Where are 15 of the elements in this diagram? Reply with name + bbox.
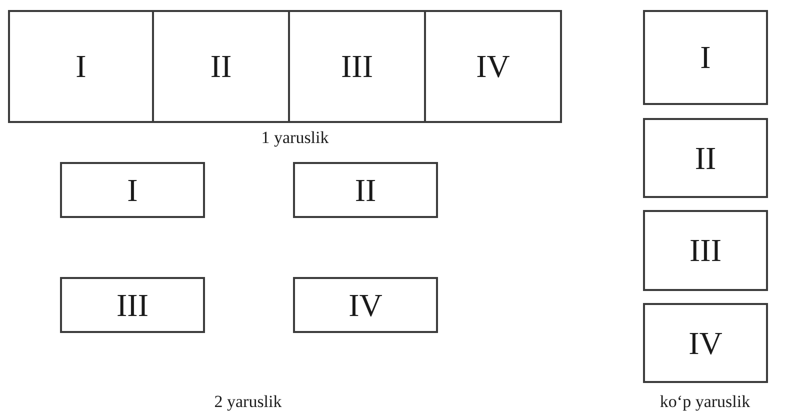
numbered-section: III bbox=[60, 277, 205, 333]
numbered-section: II bbox=[643, 118, 768, 198]
numbered-section: I bbox=[8, 10, 154, 123]
caption: ko‘p yaruslik bbox=[660, 392, 750, 412]
numbered-section: III bbox=[643, 210, 768, 291]
numbered-section: I bbox=[643, 10, 768, 105]
numbered-section: I bbox=[60, 162, 205, 218]
numbered-section: IV bbox=[293, 277, 438, 333]
numbered-section: IV bbox=[424, 10, 562, 123]
numbered-section: III bbox=[288, 10, 426, 123]
numbered-section: IV bbox=[643, 303, 768, 383]
caption: 1 yaruslik bbox=[261, 128, 329, 148]
numbered-section: II bbox=[293, 162, 438, 218]
numbered-section: II bbox=[152, 10, 290, 123]
caption: 2 yaruslik bbox=[214, 392, 282, 412]
